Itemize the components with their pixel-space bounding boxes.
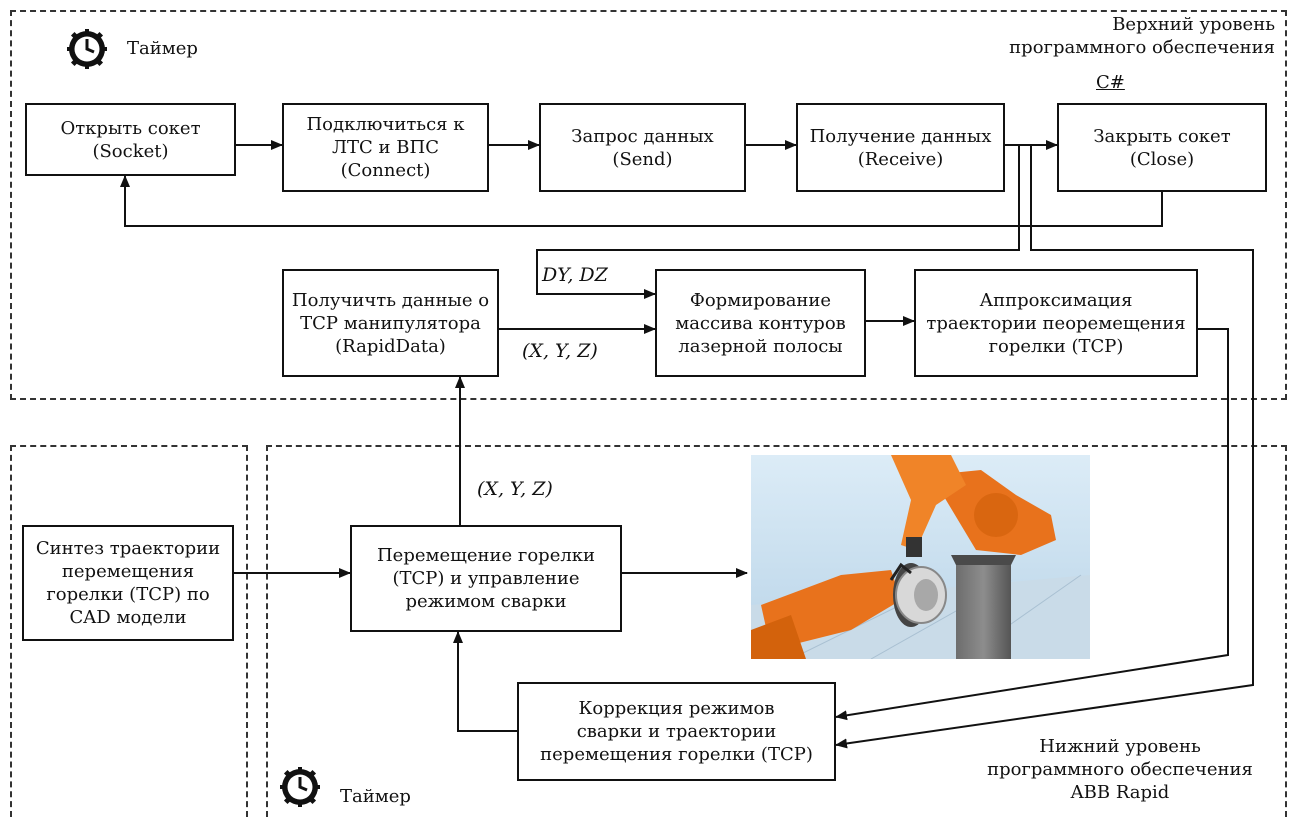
get-tcp-data-box: Получичть данные о TCP манипулятора (Rap…	[282, 269, 499, 377]
box-line: Формирование	[689, 289, 832, 311]
arrow-close-to-open-loop	[120, 175, 1163, 227]
box-line: Открыть сокет	[60, 117, 201, 139]
box-line: массива контуров	[675, 312, 846, 334]
open-socket-box: Открыть сокет (Socket)	[25, 103, 236, 176]
arrow-correction-to-move	[453, 631, 517, 732]
box-line: (TCP) и управление	[392, 568, 580, 589]
box-line: (Connect)	[340, 160, 431, 181]
cad-synthesis-box: Синтез траектории перемещения горелки (T…	[22, 525, 234, 641]
box-line: CAD модели	[69, 607, 187, 628]
xyz-upper-label: (X, Y, Z)	[522, 340, 598, 362]
box-line: перемещения	[61, 561, 195, 582]
box-line: (Close)	[1129, 148, 1195, 170]
box-line: Запрос данных	[571, 125, 714, 147]
arrow-receive-to-correction-b	[835, 145, 1254, 749]
box-line: (Receive)	[857, 148, 944, 170]
correction-box: Коррекция режимов сварки и траектории пе…	[517, 682, 836, 781]
close-socket-box: Закрыть сокет (Close)	[1057, 103, 1267, 192]
box-line: TCP манипулятора	[300, 312, 481, 334]
lower-title-line-2: программного обеспечения	[987, 759, 1253, 780]
box-line: Синтез траектории	[35, 538, 221, 559]
box-line: горелки (TCP) по	[46, 584, 210, 605]
upper-title-line-2: программного обеспечения	[1009, 37, 1275, 58]
lower-level-zone	[266, 445, 1287, 817]
arrow-receive-to-contours	[536, 145, 1020, 299]
receive-data-box: Получение данных (Receive)	[796, 103, 1005, 192]
cad-zone	[10, 445, 248, 817]
box-line: режимом сварки	[405, 591, 567, 612]
box-line: сварки и траектории	[576, 721, 777, 742]
box-line: ЛТС и ВПС	[332, 137, 439, 158]
box-line: (Send)	[612, 148, 673, 170]
upper-level-title: Верхний уровень программного обеспечения	[975, 13, 1275, 59]
upper-level-zone	[10, 10, 1287, 400]
dy-dz-label: DY, DZ	[542, 264, 608, 286]
box-line: Подключиться к	[306, 114, 465, 135]
lower-title-line-1: Нижний уровень	[1039, 736, 1201, 757]
lower-timer-label: Таймер	[340, 786, 411, 807]
stopwatch-clock-icon	[67, 29, 107, 69]
stopwatch-clock-icon	[280, 767, 320, 807]
approximation-box: Аппроксимация траектории пеоремещения го…	[914, 269, 1198, 377]
xyz-lower-label: (X, Y, Z)	[477, 478, 553, 500]
lower-level-title: Нижний уровень программного обеспечения …	[960, 735, 1280, 804]
box-line: горелки (TCP)	[988, 335, 1124, 357]
upper-title-line-1: Верхний уровень	[1112, 14, 1275, 35]
box-line: Получичть данные о	[291, 289, 490, 311]
box-line: Закрыть сокет	[1093, 125, 1231, 147]
box-line: перемещения горелки (TCP)	[540, 744, 813, 765]
contours-array-box: Формирование массива контуров лазерной п…	[655, 269, 866, 377]
lower-title-line-3: ABB Rapid	[1070, 782, 1170, 803]
connect-box: Подключиться к ЛТС и ВПС (Connect)	[282, 103, 489, 192]
torch-move-box: Перемещение горелки (TCP) и управление р…	[350, 525, 622, 632]
box-line: траектории пеоремещения	[926, 312, 1186, 334]
box-line: (Socket)	[92, 140, 169, 162]
upper-timer-label: Таймер	[127, 38, 198, 59]
box-line: (RapidData)	[335, 335, 446, 357]
box-line: лазерной полосы	[678, 335, 843, 357]
upper-language-label: C#	[1096, 72, 1125, 93]
request-data-box: Запрос данных (Send)	[539, 103, 746, 192]
box-line: Аппроксимация	[979, 289, 1133, 311]
robot-welding-cell-image	[751, 455, 1090, 659]
box-line: Перемещение горелки	[376, 545, 596, 566]
arrow-approx-to-correction	[835, 328, 1229, 721]
box-line: Коррекция режимов	[578, 698, 775, 719]
box-line: Получение данных	[809, 125, 992, 147]
